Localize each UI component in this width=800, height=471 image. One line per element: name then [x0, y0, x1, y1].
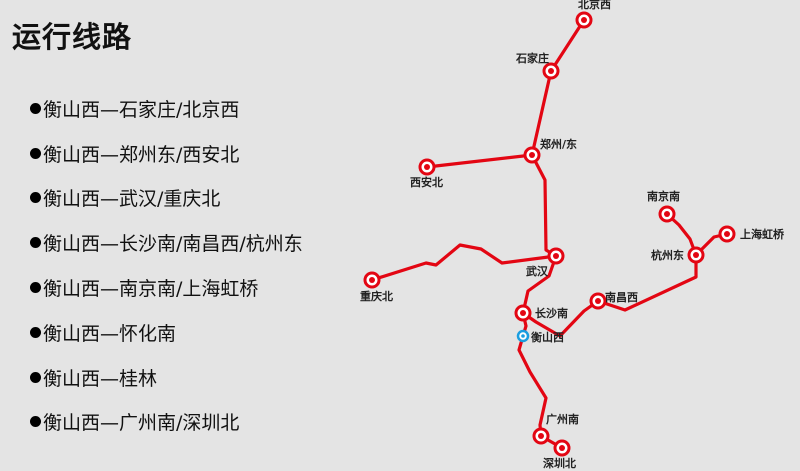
station-hengshanxi[interactable]	[516, 329, 530, 343]
station-zhengzhou[interactable]	[523, 146, 541, 164]
route-list: 衡山西—石家庄/北京西 衡山西—郑州东/西安北 衡山西—武汉/重庆北 衡山西—长…	[30, 86, 303, 444]
station-guangzhounan[interactable]	[532, 427, 550, 445]
route-item: 衡山西—广州南/深圳北	[30, 400, 303, 445]
station-changshanan[interactable]	[514, 304, 532, 322]
bullet-icon	[30, 282, 41, 294]
route-item: 衡山西—怀化南	[30, 310, 303, 355]
label-hengshanxi: 衡山西	[531, 330, 564, 344]
station-nanchangxi[interactable]	[589, 292, 607, 310]
route-item: 衡山西—南京南/上海虹桥	[30, 265, 303, 310]
station-wuhan[interactable]	[547, 247, 565, 265]
bullet-icon	[30, 416, 41, 428]
route-item: 衡山西—武汉/重庆北	[30, 176, 303, 221]
route-label: 衡山西—怀化南	[43, 322, 177, 345]
station-shanghaihongqiao[interactable]	[718, 225, 736, 243]
route-label: 衡山西—武汉/重庆北	[43, 188, 221, 211]
station-chongqingbei[interactable]	[363, 271, 381, 289]
station-xianbei[interactable]	[418, 158, 436, 176]
route-item: 衡山西—石家庄/北京西	[30, 86, 303, 131]
label-hangzhoudong: 杭州东	[651, 248, 684, 262]
bullet-icon	[30, 102, 41, 114]
station-beijingxi[interactable]	[575, 11, 593, 29]
label-shenzhenbei: 深圳北	[543, 456, 576, 470]
label-changshanan: 长沙南	[535, 306, 568, 320]
station-markers	[363, 11, 736, 457]
rail-lines	[370, 18, 729, 450]
label-shanghaihongqiao: 上海虹桥	[740, 227, 785, 241]
label-nanchangxi: 南昌西	[605, 290, 638, 304]
station-hangzhoudong[interactable]	[687, 246, 705, 264]
station-nanjingnan[interactable]	[658, 205, 676, 223]
label-wuhan: 武汉	[526, 264, 549, 278]
bullet-icon	[30, 192, 41, 204]
label-xianbei: 西安北	[410, 175, 443, 189]
route-label: 衡山西—长沙南/南昌西/杭州东	[43, 233, 303, 256]
bullet-icon	[30, 371, 41, 383]
route-item: 衡山西—桂林	[30, 355, 303, 400]
route-label: 衡山西—广州南/深圳北	[43, 412, 240, 435]
label-nanjingnan: 南京南	[647, 189, 680, 203]
station-labels: 北京西 石家庄 郑州/东 西安北 武汉 重庆北 长沙南 衡山西 南昌西 杭州东 …	[360, 0, 785, 470]
page-title: 运行线路	[12, 20, 133, 54]
route-item: 衡山西—长沙南/南昌西/杭州东	[30, 220, 303, 265]
route-label: 衡山西—郑州东/西安北	[43, 143, 240, 166]
station-shijiazhuang[interactable]	[542, 62, 560, 80]
bullet-icon	[30, 326, 41, 338]
bullet-icon	[30, 237, 41, 249]
route-label: 衡山西—石家庄/北京西	[43, 98, 240, 121]
label-zhengzhou: 郑州/东	[540, 137, 577, 151]
line-north-south	[517, 18, 586, 450]
label-beijingxi: 北京西	[578, 0, 611, 11]
label-shijiazhuang: 石家庄	[515, 51, 549, 65]
route-label: 衡山西—桂林	[43, 367, 158, 390]
station-shenzhenbei[interactable]	[553, 439, 571, 457]
line-nanjing	[665, 212, 729, 257]
line-hangzhou	[521, 253, 698, 338]
label-chongqingbei: 重庆北	[360, 289, 393, 303]
route-label: 衡山西—南京南/上海虹桥	[43, 278, 259, 301]
line-chongqing	[370, 243, 558, 282]
label-guangzhounan: 广州南	[546, 412, 579, 426]
route-item: 衡山西—郑州东/西安北	[30, 131, 303, 176]
line-xian	[425, 153, 534, 169]
bullet-icon	[30, 147, 41, 159]
